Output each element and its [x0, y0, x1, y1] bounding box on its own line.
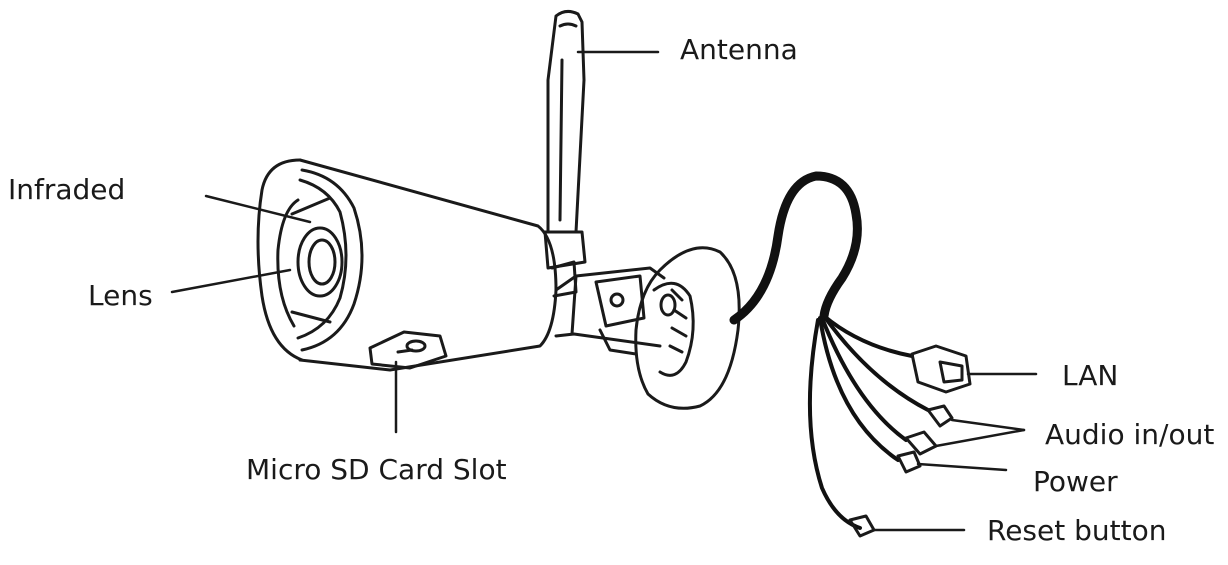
mount-bracket	[554, 246, 741, 410]
lens-label: Lens	[88, 279, 153, 312]
power-connector	[896, 450, 922, 474]
cable-bundle	[729, 171, 930, 530]
antenna-part	[543, 9, 587, 298]
infraded-leader	[204, 194, 312, 224]
leader-lines	[170, 50, 1038, 532]
lan-connector	[910, 344, 972, 394]
camera-body	[256, 158, 558, 372]
antenna-label: Antenna	[680, 33, 798, 66]
audio-connector-1	[926, 404, 954, 428]
power-label: Power	[1033, 465, 1118, 498]
audio-leader-2	[934, 428, 1026, 448]
infraded-label: Infraded	[8, 173, 126, 206]
audio-leader-1	[950, 418, 1026, 432]
reset-button-label: Reset button	[987, 514, 1167, 547]
lens-leader	[170, 268, 292, 294]
audio-connector-2	[904, 430, 938, 456]
power-leader	[916, 462, 1008, 472]
lan-label: LAN	[1062, 359, 1119, 392]
micro-sd-label: Micro SD Card Slot	[246, 453, 507, 486]
reset-connector	[848, 514, 876, 538]
audio-label: Audio in/out	[1045, 418, 1215, 451]
